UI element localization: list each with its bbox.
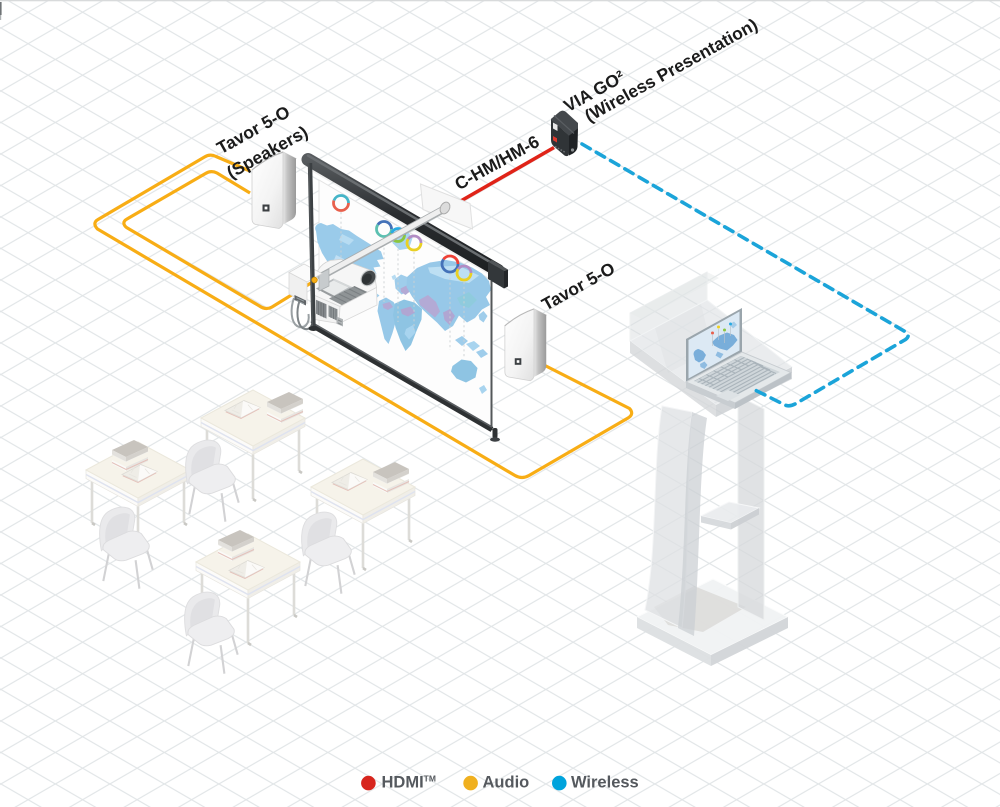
svg-text:HDMITM: HDMITM xyxy=(382,774,436,792)
svg-text:Wireless: Wireless xyxy=(571,774,639,792)
svg-text:Audio: Audio xyxy=(483,774,530,792)
